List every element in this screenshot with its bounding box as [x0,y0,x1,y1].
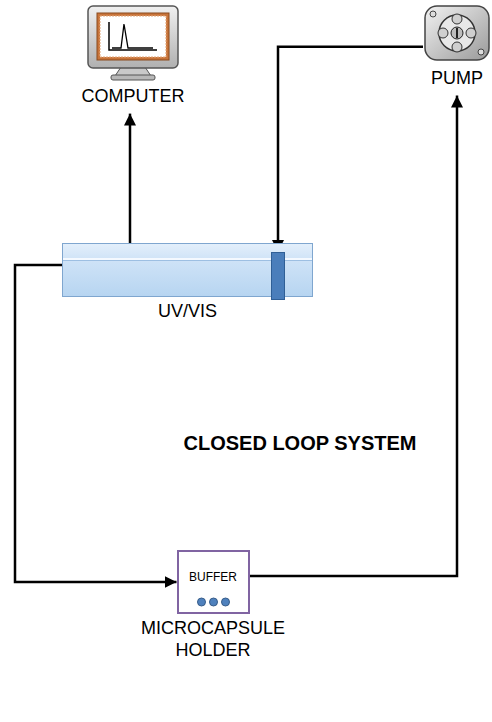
flow-cell [271,252,285,300]
holder-node: BUFFER MICROCAPSULE HOLDER [128,550,298,661]
bar-node: UV/VIS [62,243,313,323]
flow-connector [278,47,423,252]
flow-connector [15,265,177,582]
node-label: PUMP [431,68,483,90]
holder-content-label: BUFFER [189,570,237,584]
node-label: COMPUTER [82,86,185,108]
holder-box: BUFFER [177,550,250,614]
uv-vis-instrument [62,243,313,297]
monitor-node: COMPUTER [82,4,185,108]
flow-connector [129,114,132,243]
flow-connector [250,96,458,576]
computer-monitor-icon [83,4,183,82]
pump-icon [423,2,491,64]
node-label: MICROCAPSULE HOLDER [128,618,298,661]
microcapsule-dots [179,597,248,607]
system-title-label: CLOSED LOOP SYSTEM [184,432,417,455]
pump-node: PUMP [423,2,491,90]
node-label: UV/VIS [158,301,217,323]
